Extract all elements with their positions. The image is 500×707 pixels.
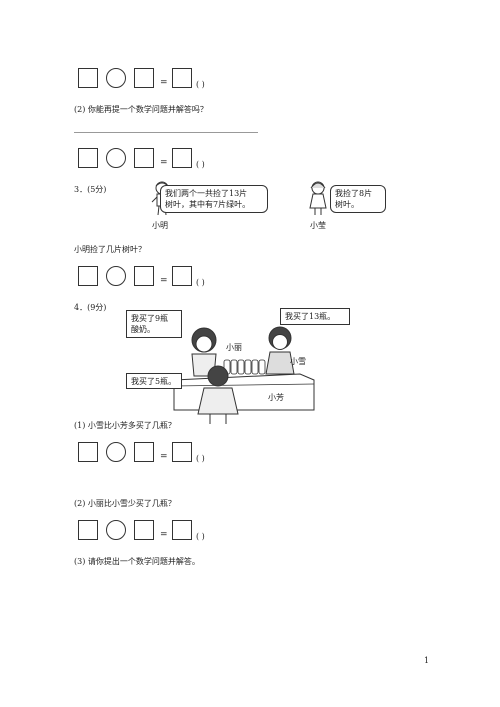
unit-parentheses: ( ) (196, 532, 205, 541)
name-xiaoli: 小丽 (226, 343, 242, 352)
answer-box[interactable] (172, 148, 192, 168)
name-xiaoying: 小莹 (310, 221, 326, 230)
girl-xiaoying-illustration (309, 181, 327, 215)
operator-circle[interactable] (106, 148, 126, 168)
speech-bubble-xiaoming: 我们两个一共捡了13片 树叶，其中有7片绿叶。 (160, 185, 268, 213)
speech-bubble-xiaoli: 我买了9瓶 酸奶。 (126, 310, 182, 338)
answer-box[interactable] (78, 68, 98, 88)
answer-box[interactable] (172, 68, 192, 88)
unit-parentheses: ( ) (196, 454, 205, 463)
equals-sign: = (160, 276, 168, 286)
equals-sign: = (160, 158, 168, 168)
speech-bubble-xiaoxue: 我买了13瓶。 (280, 308, 350, 325)
question-4-subquestion-2: (2) 小丽比小雪少买了几瓶？ (74, 499, 176, 508)
operator-circle[interactable] (106, 520, 126, 540)
answer-box[interactable] (78, 442, 98, 462)
unit-parentheses: ( ) (196, 278, 205, 287)
bubble-line: 树叶，其中有7片绿叶。 (165, 200, 251, 209)
answer-box[interactable] (172, 520, 192, 540)
question-3-title: 3．(5分) (74, 185, 107, 194)
question-2-subquestion-2: (2) 你能再提一个数学问题并解答吗？ (74, 105, 208, 114)
shopping-scene-illustration (173, 326, 315, 424)
speech-bubble-xiaofang: 我买了5瓶。 (126, 373, 182, 389)
operator-circle[interactable] (106, 266, 126, 286)
page-number: 1 (424, 656, 430, 665)
equals-sign: = (160, 530, 168, 540)
answer-box[interactable] (78, 148, 98, 168)
question-4-subquestion-3: (3) 请你提出一个数学问题并解答。 (74, 557, 200, 566)
equals-sign: = (160, 452, 168, 462)
operator-circle[interactable] (106, 68, 126, 88)
answer-box[interactable] (78, 266, 98, 286)
name-xiaoxue: 小雪 (290, 357, 306, 366)
answer-box[interactable] (134, 68, 154, 88)
unit-parentheses: ( ) (196, 80, 205, 89)
answer-box[interactable] (172, 266, 192, 286)
answer-box[interactable] (172, 442, 192, 462)
answer-line[interactable] (74, 132, 258, 133)
bubble-line: 我买了9瓶 (131, 314, 169, 323)
operator-circle[interactable] (106, 442, 126, 462)
bubble-line: 我们两个一共捡了13片 (165, 189, 248, 198)
unit-parentheses: ( ) (196, 160, 205, 169)
question-4-subquestion-1: (1) 小雪比小芳多买了几瓶？ (74, 421, 176, 430)
question-4-title: 4．(9分) (74, 303, 107, 312)
answer-box[interactable] (134, 148, 154, 168)
name-xiaoming: 小明 (152, 221, 168, 230)
answer-box[interactable] (78, 520, 98, 540)
name-xiaofang: 小芳 (268, 393, 284, 402)
answer-box[interactable] (134, 442, 154, 462)
equals-sign: = (160, 78, 168, 88)
bubble-line: 我捡了8片 (335, 189, 373, 198)
answer-box[interactable] (134, 520, 154, 540)
speech-bubble-xiaoying: 我捡了8片 树叶。 (330, 185, 386, 213)
question-3-text: 小明捡了几片树叶？ (74, 245, 146, 254)
bubble-line: 树叶。 (335, 200, 359, 209)
answer-box[interactable] (134, 266, 154, 286)
bubble-line: 酸奶。 (131, 325, 155, 334)
